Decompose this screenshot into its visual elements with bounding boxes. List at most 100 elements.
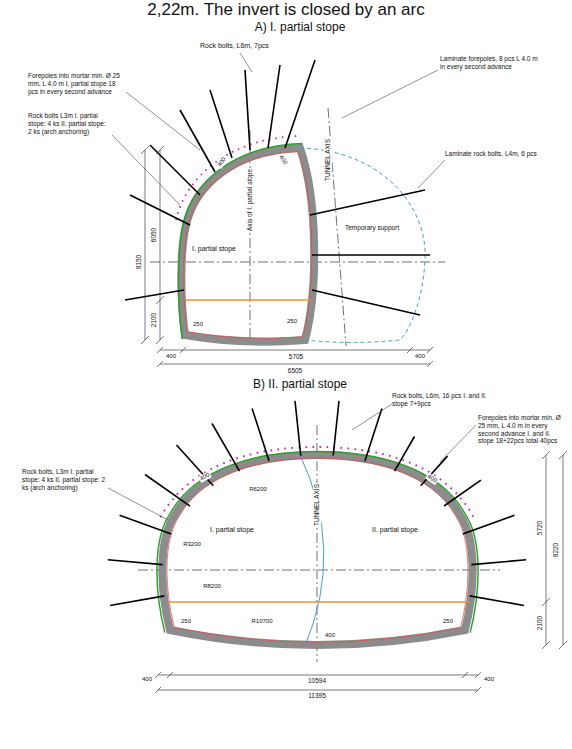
dimension-lines-part bbox=[155, 672, 161, 678]
dimension-lines-part bbox=[141, 336, 149, 344]
dimension-text: 400 bbox=[324, 632, 336, 639]
dimension-text: 6050 bbox=[150, 227, 158, 243]
axis-lines-part bbox=[150, 262, 445, 263]
lining-part bbox=[162, 455, 472, 645]
axis-lines-part bbox=[138, 570, 500, 571]
note-text: Temporary support bbox=[345, 224, 399, 232]
dimension-lines-part bbox=[160, 350, 430, 351]
dimension-text: 8150 bbox=[135, 254, 143, 270]
dimension-lines-part bbox=[542, 598, 550, 606]
dimension-text: 400 bbox=[414, 353, 426, 360]
dimension-lines-part bbox=[542, 451, 550, 459]
dimension-lines-part bbox=[180, 347, 186, 353]
dimension-text: 5705 bbox=[288, 353, 304, 361]
radius-text: R8200 bbox=[202, 583, 222, 590]
rock-bolts-part bbox=[421, 456, 448, 486]
rock-bolts-part bbox=[252, 409, 269, 461]
dimension-lines-part bbox=[475, 672, 481, 678]
rock-bolts-part bbox=[444, 480, 481, 506]
lining-part bbox=[179, 143, 303, 338]
rock-bolts-part bbox=[177, 445, 214, 486]
rock-bolts-part bbox=[145, 475, 190, 507]
rock-bolts-part bbox=[125, 290, 184, 300]
leader-lines-part bbox=[352, 404, 392, 430]
radius-text: R6200 bbox=[248, 486, 268, 493]
excavation-level bbox=[186, 299, 310, 301]
lining-part bbox=[184, 152, 312, 339]
temporary-support-outline bbox=[300, 148, 425, 343]
axis-label: TUNNEL AXIS bbox=[324, 138, 332, 182]
dimension-lines-part bbox=[156, 336, 164, 344]
rock-bolts-part bbox=[212, 424, 240, 472]
rock-bolts bbox=[108, 401, 526, 606]
rock-bolts-part bbox=[333, 401, 339, 456]
dimension-lines-part bbox=[157, 361, 163, 367]
leader-lines-part bbox=[108, 488, 168, 520]
radius-text: R10700 bbox=[250, 618, 273, 625]
rock-bolts-part bbox=[245, 70, 250, 150]
dimension-lines-part bbox=[167, 672, 173, 678]
dimension-text: 6505 bbox=[287, 367, 303, 375]
lining-part bbox=[181, 148, 314, 342]
axis-label: TUNNEL AXIS bbox=[313, 483, 321, 527]
dimension-lines-part bbox=[155, 687, 161, 693]
dimension-lines-part bbox=[158, 675, 478, 676]
dimension-text: 250 bbox=[442, 618, 454, 625]
axis-lines-part bbox=[250, 130, 251, 342]
dimension-text: 400 bbox=[165, 353, 177, 360]
leader-lines-part bbox=[342, 70, 438, 118]
rock-bolts-part bbox=[110, 596, 164, 606]
dimension-lines bbox=[155, 451, 567, 693]
note-text: Rock bolts, L3m I. partial stope: 4 ks I… bbox=[22, 468, 108, 491]
section-heading: A) I. partial stope bbox=[254, 20, 347, 34]
dimension-lines-part bbox=[542, 641, 550, 649]
rock-bolts-part bbox=[120, 515, 172, 534]
dimension-text: 400 bbox=[483, 676, 495, 683]
rock-bolts-part bbox=[285, 60, 315, 148]
dimension-lines-part bbox=[141, 146, 149, 154]
dimension-lines-part bbox=[145, 150, 146, 340]
dimension-text: 250 bbox=[286, 318, 298, 325]
rock-bolts-part bbox=[268, 65, 280, 148]
leader-lines bbox=[108, 404, 476, 520]
dimension-lines-part bbox=[157, 347, 163, 353]
rock-bolts-part bbox=[470, 596, 524, 606]
rock-bolts-part bbox=[395, 437, 415, 472]
dimension-lines bbox=[141, 146, 433, 367]
rock-bolts-part bbox=[295, 401, 301, 456]
note-text: Rock bolts L3m I. partial stope: 4 ks II… bbox=[28, 112, 110, 135]
rock-bolts-part bbox=[471, 560, 526, 565]
dimension-lines-part bbox=[158, 690, 478, 691]
dimension-lines-part bbox=[559, 641, 567, 649]
lining-part bbox=[157, 452, 478, 633]
dimension-text: 5720 bbox=[536, 520, 544, 536]
stope-boundary bbox=[300, 455, 324, 646]
dimension-lines-part bbox=[559, 451, 567, 459]
dimension-lines-part bbox=[156, 146, 164, 154]
note-text: Rock bolts, L6m, 16 pcs I. and II. stope… bbox=[392, 392, 504, 408]
note-text: Forepoles into mortar min. Ø 25 mm, L 4.… bbox=[478, 414, 568, 445]
dimension-lines-part bbox=[475, 687, 481, 693]
rock-bolts-part bbox=[312, 290, 420, 315]
leader-lines-part bbox=[126, 92, 200, 150]
axis-label: Axis of I. partial stope bbox=[246, 168, 254, 232]
dimension-text: 250 bbox=[180, 618, 192, 625]
note-text: Rock bolts, L6m, 7pcs bbox=[200, 42, 269, 50]
note-text: Laminate forepoles, 8 pcs L 4.0 m in eve… bbox=[440, 55, 540, 71]
leader-lines-part bbox=[440, 425, 476, 462]
leader-lines-part bbox=[112, 135, 180, 205]
axis-lines bbox=[138, 425, 500, 662]
rock-bolts-part bbox=[180, 110, 215, 172]
leader-lines-part bbox=[418, 160, 445, 188]
dimension-lines-part bbox=[160, 364, 430, 365]
dimension-lines-part bbox=[563, 455, 564, 645]
stope-label: II. partial stope bbox=[371, 526, 419, 534]
dimension-text: 250 bbox=[192, 321, 204, 328]
dimension-lines-part bbox=[427, 347, 433, 353]
axis-lines bbox=[150, 108, 445, 346]
dimension-text: 2100 bbox=[536, 615, 544, 631]
note-text: Laminate rock bolts, L4m, 6 pcs bbox=[445, 150, 565, 158]
radius-text: R3200 bbox=[182, 541, 202, 548]
rock-bolts bbox=[125, 60, 430, 315]
